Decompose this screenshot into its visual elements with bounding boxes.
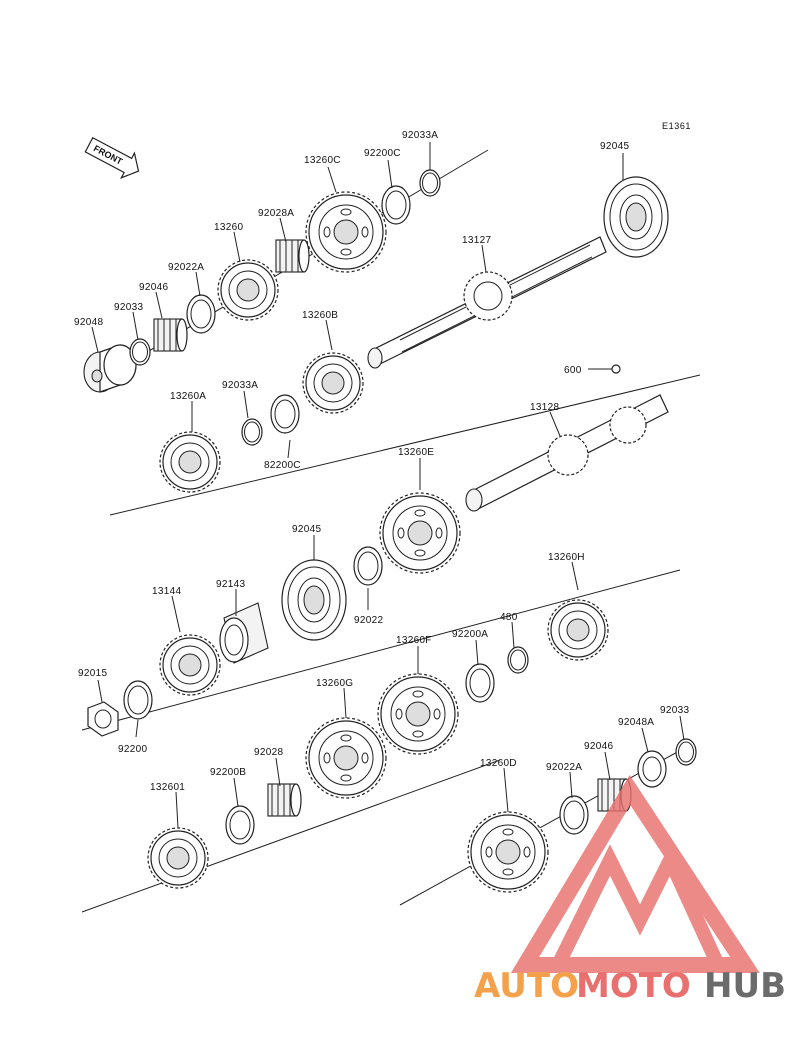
- washer-92200B: [225, 805, 255, 845]
- washer-82200C: [270, 394, 300, 434]
- label-92200B: 92200B: [210, 767, 246, 778]
- bushing-92048A: [637, 750, 667, 788]
- washer-92200C-top: [381, 185, 411, 225]
- gear-13260G: [305, 717, 387, 799]
- watermark-auto: AUTO: [474, 966, 579, 1006]
- label-92046-bot: 92046: [584, 741, 613, 752]
- gear-132601: [147, 827, 209, 889]
- needle-bearing-92046-top: [153, 318, 188, 352]
- label-13144: 13144: [152, 586, 181, 597]
- nut-92015: [87, 701, 119, 737]
- diagram-ref-code: E1361: [662, 121, 691, 131]
- label-13260C: 13260C: [304, 155, 341, 166]
- shaft-13128: [465, 394, 669, 512]
- label-92028: 92028: [254, 747, 283, 758]
- collar-92143: [219, 602, 269, 664]
- gear-13260F: [377, 673, 459, 755]
- label-92046-top: 92046: [139, 282, 168, 293]
- gear-13260B: [302, 352, 364, 414]
- label-92033A-mid: 92033A: [222, 380, 258, 391]
- label-13260H: 13260H: [548, 552, 585, 563]
- ball-bearing-92045-top: [603, 176, 669, 258]
- gear-13260H: [547, 599, 609, 661]
- label-92143: 92143: [216, 579, 245, 590]
- gear-13260D: [467, 811, 549, 893]
- label-92200: 92200: [118, 744, 147, 755]
- shaft-13127: [367, 236, 607, 369]
- ball-bearing-92045-mid: [281, 559, 347, 641]
- label-13260B: 13260B: [302, 310, 338, 321]
- gear-13260E: [379, 492, 461, 574]
- watermark-logo: [510, 774, 760, 973]
- gear-13260C: [305, 191, 387, 273]
- label-92200C-top: 92200C: [364, 148, 401, 159]
- label-92015: 92015: [78, 668, 107, 679]
- circlip-92033A-top: [419, 169, 441, 197]
- label-92033-bot: 92033: [660, 705, 689, 716]
- washer-92022A-bot: [559, 795, 589, 835]
- circlip-92033-top: [129, 338, 151, 366]
- circlip-92033-bot: [675, 738, 697, 766]
- pin-600: [588, 364, 621, 374]
- label-13260D: 13260D: [480, 758, 517, 769]
- label-92022: 92022: [354, 615, 383, 626]
- circlip-92033A-mid: [241, 418, 263, 446]
- label-92045-mid: 92045: [292, 524, 321, 535]
- needle-bearing-92028: [267, 783, 302, 817]
- label-92022A-top: 92022A: [168, 262, 204, 273]
- watermark-moto: MOTO: [576, 966, 691, 1006]
- label-92048A: 92048A: [618, 717, 654, 728]
- label-13260A: 13260A: [170, 391, 206, 402]
- label-92200A: 92200A: [452, 629, 488, 640]
- label-92048: 92048: [74, 317, 103, 328]
- label-13128: 13128: [530, 402, 559, 413]
- label-480: 480: [500, 612, 518, 623]
- label-13260E: 13260E: [398, 447, 434, 458]
- gear-13144: [159, 634, 221, 696]
- label-92033A-top: 92033A: [402, 130, 438, 141]
- gear-13260A: [159, 431, 221, 493]
- label-92028A: 92028A: [258, 208, 294, 219]
- leader-lines: [91, 142, 685, 829]
- label-13127: 13127: [462, 235, 491, 246]
- washer-92200A: [465, 663, 495, 703]
- label-82200C: 82200C: [264, 460, 301, 471]
- label-92045-top: 92045: [600, 141, 629, 152]
- needle-bearing-92028A: [275, 239, 310, 273]
- watermark-hub: HUB: [704, 966, 786, 1006]
- label-92022A-bot: 92022A: [546, 762, 582, 773]
- label-600: 600: [564, 365, 582, 376]
- circlip-480: [507, 646, 529, 674]
- label-92033-top: 92033: [114, 302, 143, 313]
- label-13260G: 13260G: [316, 678, 353, 689]
- label-13260F: 13260F: [396, 635, 432, 646]
- washer-92200: [123, 680, 153, 720]
- washer-92022A-top: [186, 294, 216, 334]
- gear-13260: [217, 259, 279, 321]
- label-13260: 13260: [214, 222, 243, 233]
- front-direction-arrow: FRONT: [84, 136, 140, 179]
- washer-92022: [353, 546, 383, 586]
- label-132601: 132601: [150, 782, 185, 793]
- bushing-92048: [83, 344, 137, 393]
